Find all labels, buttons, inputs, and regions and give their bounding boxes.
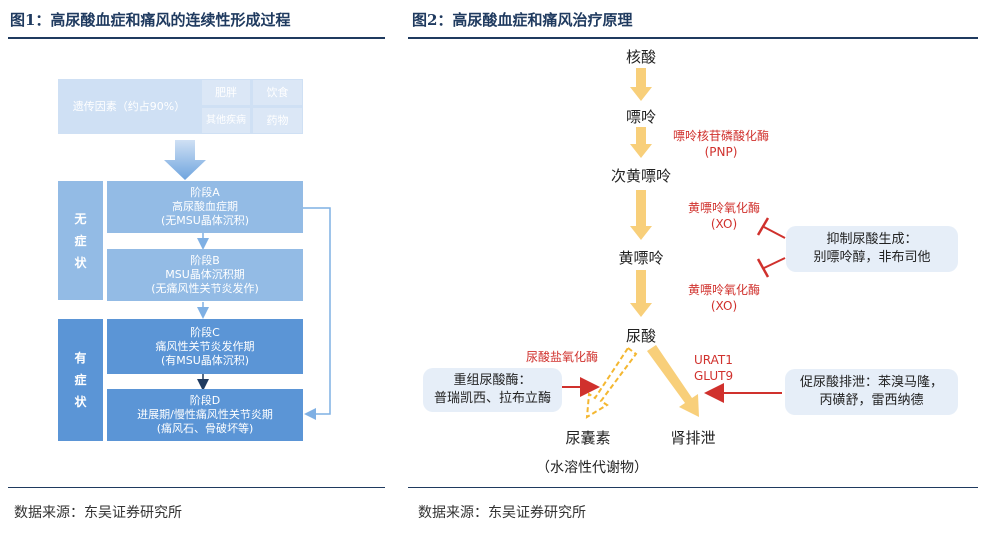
stage-b-note: (无痛风性关节炎发作) bbox=[151, 282, 259, 295]
right-diagram-arrows bbox=[562, 68, 786, 419]
stage-a-box: 阶段A 高尿酸血症期 (无MSU晶体沉积) bbox=[107, 181, 303, 233]
node-xanthine: 黄嘌呤 bbox=[618, 249, 664, 267]
node-water-soluble: （水溶性代谢物） bbox=[536, 460, 648, 476]
right-source: 数据来源：东吴证券研究所 bbox=[418, 505, 586, 521]
right-title-rule bbox=[408, 37, 978, 39]
inhibit-bar-xo2 bbox=[756, 258, 770, 278]
inhibit-line-xo1 bbox=[763, 226, 786, 239]
bubble-promote-excretion: 促尿酸排泄：苯溴马隆， 丙磺舒，雷西纳德 bbox=[785, 369, 958, 415]
factor-obesity: 肥胖 bbox=[202, 80, 250, 105]
right-bottom-rule bbox=[408, 487, 978, 488]
stage-d-desc: 进展期/慢性痛风性关节炎期 bbox=[137, 408, 273, 421]
stage-a-desc: 高尿酸血症期 bbox=[172, 200, 238, 213]
left-figure-title: 图1：高尿酸血症和痛风的连续性形成过程 bbox=[10, 11, 291, 29]
factor-other-disease: 其他疾病 bbox=[202, 108, 250, 133]
stage-c-note: (有MSU晶体沉积) bbox=[160, 353, 250, 367]
stage-c-name: 阶段C bbox=[190, 325, 220, 339]
node-renal-excretion: 肾排泄 bbox=[670, 429, 716, 447]
arrow-hypoxanthine-to-xanthine bbox=[630, 190, 652, 240]
enzyme-xo-2: 黄嘌呤氧化酶 (XO) bbox=[688, 283, 761, 313]
genetic-factors-panel: 遗传因素（约占90%） 肥胖 饮食 其他疾病 药物 bbox=[58, 79, 303, 134]
arrow-uric-to-allantoin bbox=[585, 346, 638, 419]
node-hypoxanthine: 次黄嘌呤 bbox=[610, 167, 672, 185]
arrow-xanthine-to-uric bbox=[630, 270, 652, 317]
inhibit-bar-xo1 bbox=[756, 217, 770, 236]
left-source: 数据来源：东吴证券研究所 bbox=[14, 505, 182, 521]
genetic-factor-label: 遗传因素（约占90%） bbox=[58, 79, 200, 134]
left-diagram-connectors bbox=[164, 140, 331, 420]
stage-b-desc: MSU晶体沉积期 bbox=[165, 268, 245, 281]
transporters-urat1-glut9: URAT1 GLUT9 bbox=[694, 353, 734, 383]
enzyme-pnp: 嘌呤核苷磷酸化酶 (PNP) bbox=[673, 129, 770, 159]
stage-b-name: 阶段B bbox=[190, 254, 220, 267]
factor-diet: 饮食 bbox=[253, 80, 302, 105]
no-symptom-label: 无 症 状 bbox=[58, 181, 103, 300]
node-nucleic-acid: 核酸 bbox=[625, 48, 657, 66]
arrow-nucleic-to-purine bbox=[630, 68, 652, 101]
arrow-uric-to-renal bbox=[647, 345, 699, 417]
left-bottom-rule bbox=[8, 487, 385, 488]
stage-d-box: 阶段D 进展期/慢性痛风性关节炎期 (痛风石、骨破坏等) bbox=[107, 389, 303, 441]
stage-d-name: 阶段D bbox=[189, 394, 221, 407]
node-purine: 嘌呤 bbox=[625, 108, 657, 126]
stage-d-note: (痛风石、骨破坏等) bbox=[156, 422, 254, 435]
node-allantoin: 尿囊素 bbox=[565, 429, 611, 447]
inhibit-line-xo2 bbox=[763, 257, 786, 269]
arrow-purine-to-hypoxanthine bbox=[630, 127, 652, 158]
enzyme-uricase: 尿酸盐氧化酶 bbox=[526, 350, 599, 364]
factor-drugs: 药物 bbox=[253, 108, 302, 133]
stage-a-note: (无MSU晶体沉积) bbox=[160, 214, 250, 227]
stage-b-box: 阶段B MSU晶体沉积期 (无痛风性关节炎发作) bbox=[107, 249, 303, 301]
big-down-arrow bbox=[164, 140, 206, 180]
stage-a-name: 阶段A bbox=[190, 186, 220, 199]
enzyme-xo-1: 黄嘌呤氧化酶 (XO) bbox=[688, 201, 761, 231]
symptom-label: 有 症 状 bbox=[58, 319, 103, 441]
stage-c-desc: 痛风性关节炎发作期 bbox=[155, 339, 255, 353]
stage-c-box: 阶段C 痛风性关节炎发作期 (有MSU晶体沉积) bbox=[107, 319, 303, 374]
left-title-rule bbox=[8, 37, 385, 39]
bypass-arrow bbox=[303, 207, 331, 420]
node-uric-acid: 尿酸 bbox=[625, 327, 657, 345]
right-figure-title: 图2：高尿酸血症和痛风治疗原理 bbox=[412, 11, 633, 29]
bubble-recombinant-uricase: 重组尿酸酶： 普瑞凯西、拉布立酶 bbox=[423, 368, 562, 412]
bubble-inhibit-uric-production: 抑制尿酸生成： 别嘌呤醇，非布司他 bbox=[786, 226, 958, 272]
